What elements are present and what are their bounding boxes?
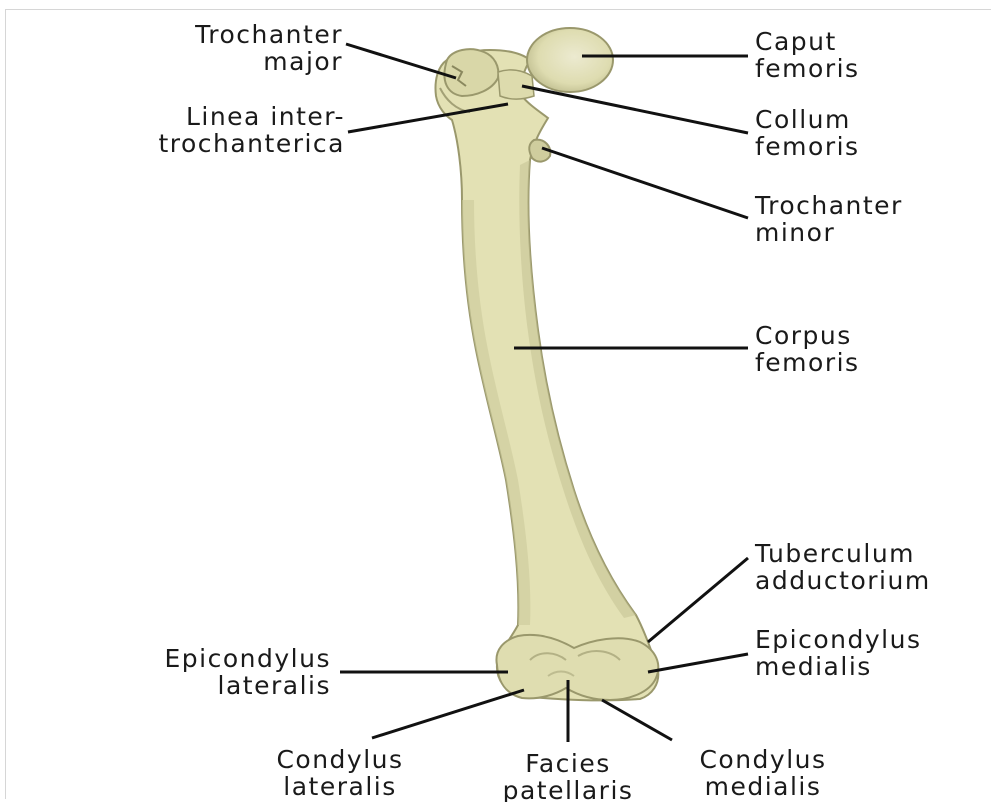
label-collum-femoris: Collum femoris	[755, 106, 860, 160]
label-condylus-lateralis: Condylus lateralis	[255, 746, 425, 800]
leader-condylus-medialis	[602, 700, 672, 740]
label-linea-intertrochanterica: Linea inter- trochanterica	[158, 103, 345, 157]
label-condylus-medialis: Condylus medialis	[678, 746, 848, 800]
femur-bone	[435, 28, 658, 700]
label-tuberculum-adductorium: Tuberculum adductorium	[755, 540, 931, 594]
label-caput-femoris: Caput femoris	[755, 28, 860, 82]
label-corpus-femoris: Corpus femoris	[755, 322, 860, 376]
label-trochanter-major: Trochanter major	[195, 21, 343, 75]
femoral-head	[527, 28, 613, 92]
label-epicondylus-lateralis: Epicondylus lateralis	[165, 645, 331, 699]
leader-trochanter-major	[346, 44, 456, 78]
label-trochanter-minor: Trochanter minor	[755, 192, 903, 246]
leader-condylus-lateralis	[372, 690, 524, 738]
leader-collum-femoris	[522, 86, 748, 133]
leader-tuberculum-adductorium	[648, 558, 748, 642]
label-facies-patellaris: Facies patellaris	[478, 750, 658, 802]
femoral-neck	[498, 70, 534, 99]
label-epicondylus-medialis: Epicondylus medialis	[755, 626, 921, 680]
leader-epicondylus-medialis	[648, 654, 748, 672]
leader-trochanter-minor	[542, 148, 748, 218]
